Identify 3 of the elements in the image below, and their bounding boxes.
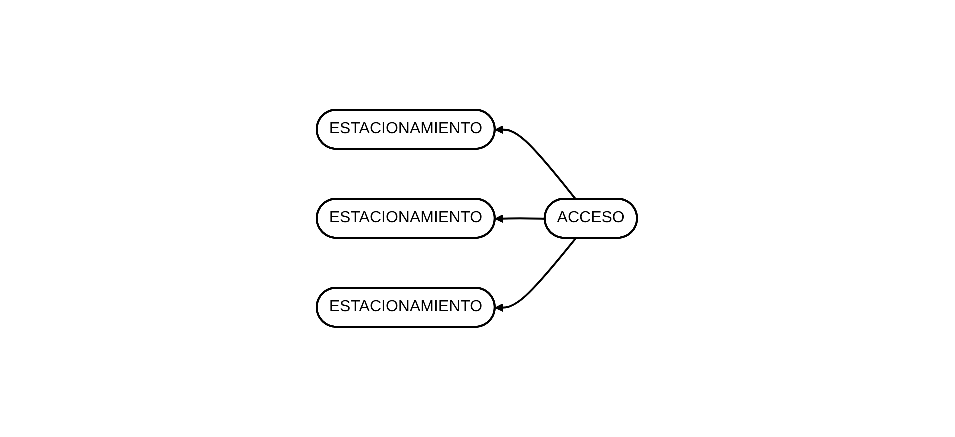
arrow <box>495 214 546 224</box>
arrow <box>495 125 578 200</box>
arrow <box>495 238 578 312</box>
